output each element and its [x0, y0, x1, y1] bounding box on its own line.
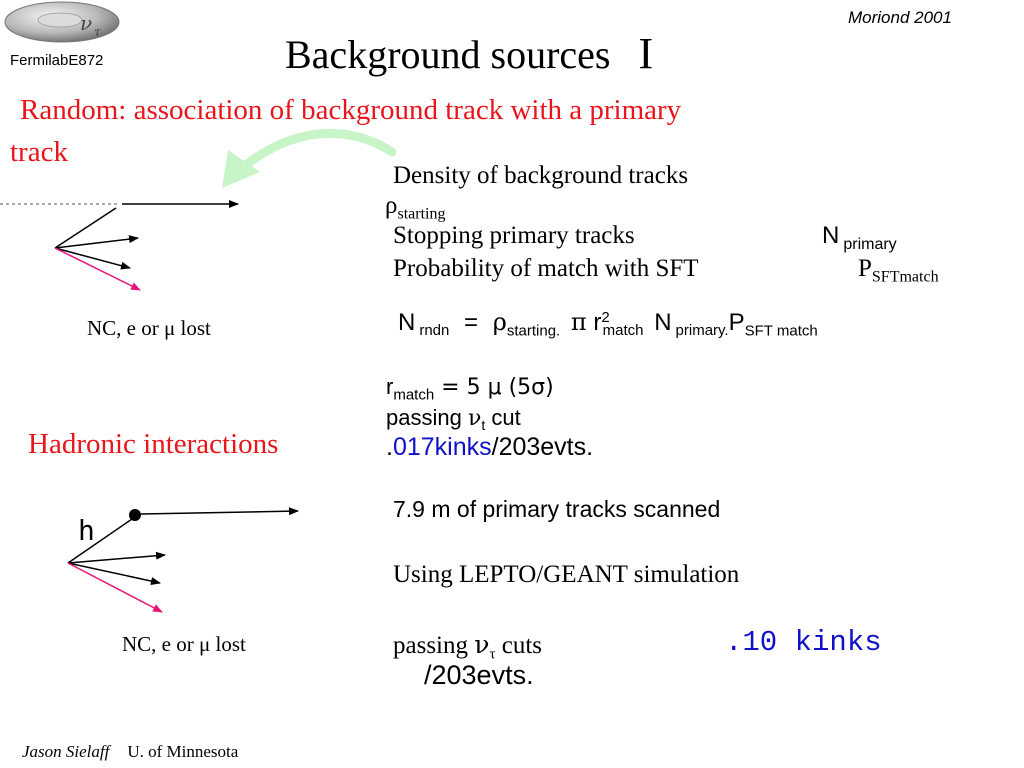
- stopping-text: Stopping primary tracks: [393, 222, 635, 249]
- hadronic-track-diagram: [67, 507, 299, 613]
- passing-text: passing: [386, 405, 468, 430]
- hadron-incoming-line: [67, 518, 133, 564]
- hadronic-heading: Hadronic interactions: [28, 428, 279, 460]
- n-symbol: N: [822, 222, 840, 249]
- nu-tau-torus-logo-icon: ν τ: [4, 1, 120, 43]
- formula-n: N: [398, 309, 416, 336]
- formula-pi: π: [570, 308, 587, 336]
- formula-r-sup: 2: [601, 308, 610, 326]
- svg-text:τ: τ: [94, 25, 101, 39]
- rmatch-value: = 5 μ (5σ): [434, 375, 554, 400]
- formula-n2-sub: primary.: [675, 322, 729, 340]
- formula-eq: =: [464, 309, 479, 336]
- probability-text: Probability of match with SFT: [393, 255, 699, 282]
- hadronic-passing-cuts: cuts: [495, 632, 543, 659]
- hadronic-passing-nu: ν: [474, 630, 490, 659]
- passing-cut: cut: [485, 405, 521, 430]
- lost-track-pink: [54, 247, 141, 291]
- footer: Jason Sielaff U. of Minnesota: [22, 742, 238, 762]
- rho-symbol: ρ: [385, 192, 398, 219]
- simulation-text: Using LEPTO/GEANT simulation: [393, 561, 740, 588]
- h-label: h: [78, 514, 95, 547]
- rmatch-r: r: [386, 374, 394, 399]
- conference-label: Moriond 2001: [848, 8, 952, 27]
- hadronic-daughter-1: [67, 551, 166, 564]
- passing-nu-sub: t: [481, 416, 486, 433]
- title-text: Background sources: [285, 32, 611, 77]
- random-heading-cont: track: [10, 136, 68, 168]
- result-prefix: .: [386, 433, 393, 461]
- svg-text:ν: ν: [80, 11, 92, 35]
- experiment-logo: ν τ: [2, 0, 120, 50]
- hadronic-evts: /203evts.: [424, 660, 534, 690]
- p-symbol: P: [858, 255, 872, 282]
- random-track-diagram: [0, 200, 239, 291]
- formula-rho-sub: starting.: [506, 322, 561, 340]
- hadronic-passing-text: passing: [393, 632, 475, 659]
- formula-n-sub: rndn: [419, 322, 450, 340]
- daughter-track-2: [54, 247, 131, 270]
- hadronic-lost-track-pink: [67, 562, 163, 613]
- formula-p-sub: SFT match: [744, 322, 818, 340]
- rmatch-sub: match: [393, 386, 435, 404]
- hadronic-kinks: .10 kinks: [725, 626, 882, 659]
- interaction-vertex-dot: [129, 509, 141, 521]
- p-subscript: SFTmatch: [871, 268, 939, 286]
- logo-label: FermilabE872: [10, 52, 104, 69]
- result-evts: /203evts.: [491, 433, 594, 461]
- title-numeral: I: [638, 29, 654, 78]
- hadronic-diagram-caption: NC, e or μ lost: [122, 632, 246, 656]
- passing-nu-tau-line: passing ντ cuts: [393, 630, 542, 663]
- green-curved-arrow: [222, 128, 397, 188]
- formula-r-sub: match: [602, 322, 644, 340]
- footer-author: Jason Sielaff: [22, 742, 110, 761]
- rmatch-line: rmatch = 5 μ (5σ): [386, 374, 554, 403]
- rho-subscript: starting: [397, 205, 446, 223]
- hadronic-passing-nu-sub: τ: [489, 646, 496, 663]
- formula-r: r: [593, 309, 602, 336]
- random-heading: Random: association of background track …: [20, 94, 682, 126]
- rho-starting: ρstarting: [385, 192, 445, 224]
- formula-rho: ρ: [492, 308, 507, 336]
- n-subscript: primary: [843, 235, 897, 253]
- passing-nu: ν: [467, 406, 482, 431]
- hadron-outgoing-arrow: [140, 507, 299, 516]
- passing-nu-t-line: passing νt cut: [386, 405, 521, 433]
- formula-n2: N: [654, 309, 672, 336]
- formula-p: P: [728, 309, 745, 336]
- hadronic-daughter-2: [67, 562, 161, 585]
- scanned-text: 7.9 m of primary tracks scanned: [393, 496, 721, 522]
- daughter-track-1: [54, 235, 139, 249]
- footer-affiliation: U. of Minnesota: [127, 742, 239, 761]
- random-result: .017kinks/203evts.: [386, 433, 593, 462]
- random-diagram-caption: NC, e or μ lost: [87, 316, 211, 340]
- page-title: Background sources I: [285, 28, 653, 79]
- primary-track-line: [54, 207, 117, 249]
- p-sftmatch: PSFTmatch: [858, 255, 939, 287]
- result-kinks: 017kinks: [392, 433, 492, 461]
- density-text: Density of background tracks: [393, 162, 689, 189]
